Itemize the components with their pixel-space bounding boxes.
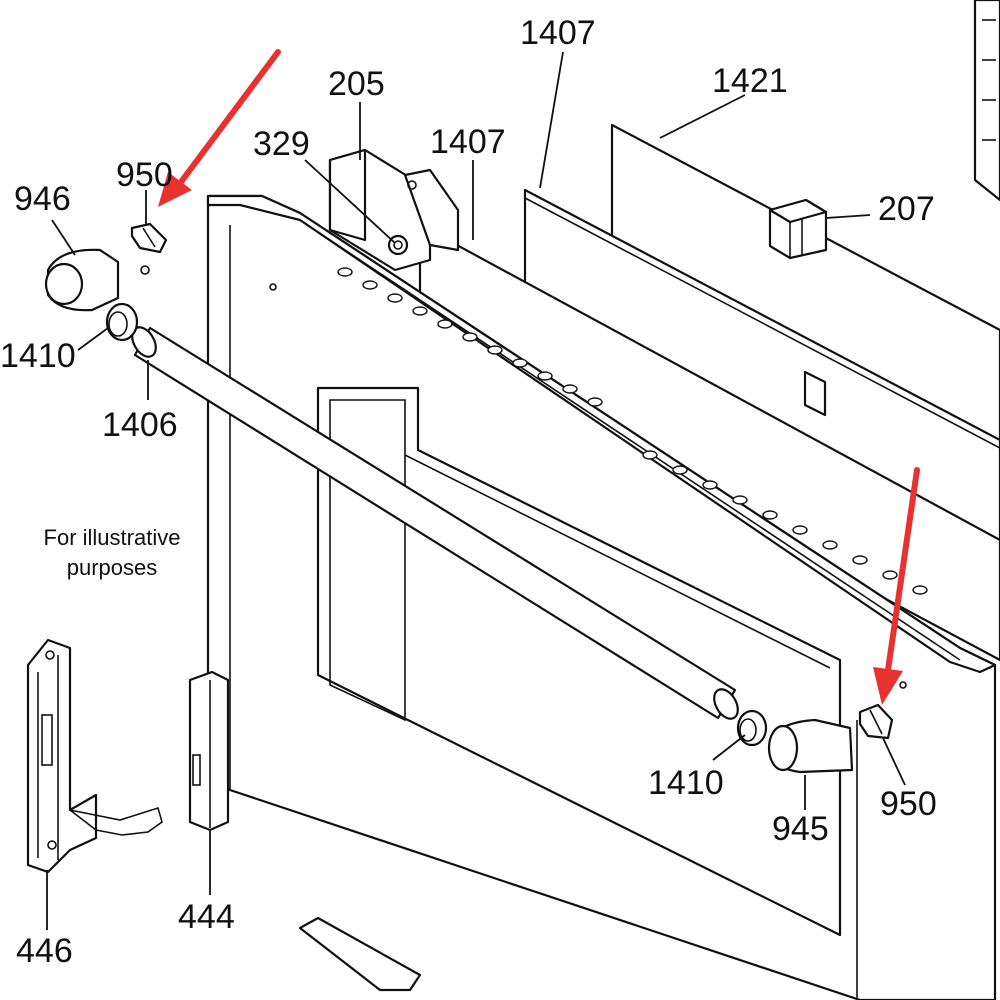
leader-lines [46,51,906,930]
callout-1410-right: 1410 [648,764,724,802]
clip-950-left [130,222,168,275]
handle-tube-1406 [131,326,739,720]
callout-946: 946 [14,180,71,218]
vent-holes [337,267,928,595]
highlight-arrow-left [158,49,281,207]
callout-1410-left: 1410 [0,337,76,375]
callout-1407-top: 1407 [520,14,596,52]
hinge-receiver-444 [188,670,230,832]
edge-bracket [973,0,1000,202]
glass-tab [803,370,827,417]
spacer-1410-left [105,302,139,342]
callout-1406: 1406 [102,406,178,444]
callout-950-left: 950 [116,156,173,194]
callout-329: 329 [253,125,310,163]
callout-446: 446 [16,932,73,970]
highlight-arrow-right [873,467,920,705]
lower-rail [298,916,422,992]
callout-1421: 1421 [712,62,788,100]
bracket-207 [768,198,828,260]
handle-end-cap-946 [44,248,120,312]
callout-945: 945 [772,810,829,848]
spacer-1410-right [736,709,768,747]
callout-207: 207 [878,190,935,228]
handle-end-cap-945 [767,718,854,774]
callout-444: 444 [178,898,235,936]
illustrative-note-line-1: For illustrative [44,525,181,550]
hinge-446 [26,638,163,874]
callout-1407-middle: 1407 [430,123,506,161]
clip-950-right [858,703,894,740]
callout-950-right: 950 [880,785,937,823]
side-channel-205 [328,148,460,272]
illustrative-note-line-2: purposes [67,555,158,580]
callout-205: 205 [328,65,385,103]
